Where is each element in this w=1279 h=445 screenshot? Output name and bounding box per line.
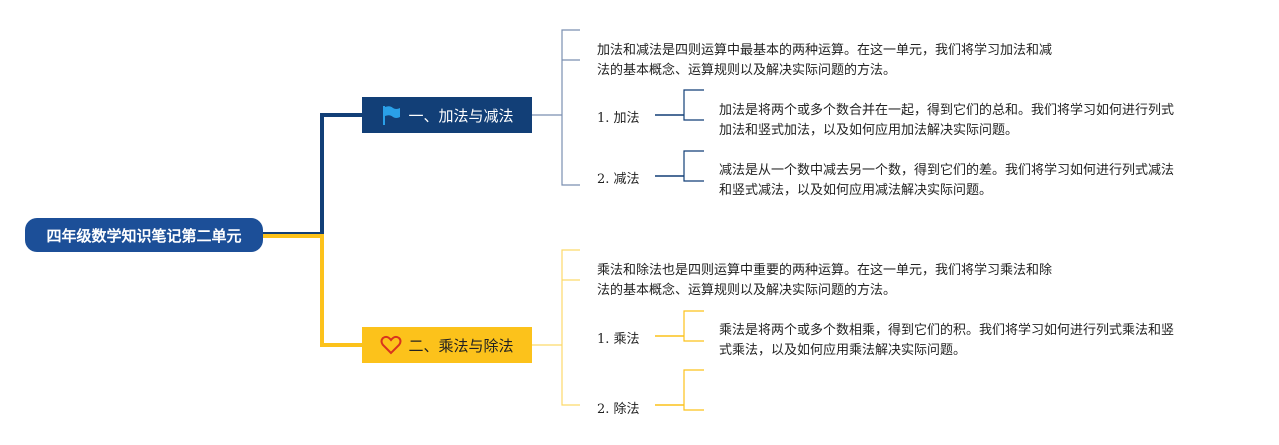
root-node[interactable]: 四年级数学知识笔记第二单元: [25, 218, 263, 252]
flag-icon: [380, 104, 402, 126]
intro-line: 法的基本概念、运算规则以及解决实际问题的方法。: [597, 283, 897, 298]
heart-icon: [380, 334, 402, 356]
detail-line: 和竖式减法，以及如何应用减法解决实际问题。: [719, 183, 993, 198]
intro-line: 法的基本概念、运算规则以及解决实际问题的方法。: [597, 63, 897, 78]
root-label: 四年级数学知识笔记第二单元: [46, 226, 242, 245]
branch-intro: 加法和减法是四则运算中最基本的两种运算。在这一单元，我们将学习加法和减 法的基本…: [597, 41, 1052, 81]
detail-line: 式乘法，以及如何应用乘法解决实际问题。: [719, 343, 967, 358]
subtopic-addition[interactable]: 1. 加法: [597, 111, 640, 126]
detail-line: 加法和竖式加法，以及如何应用加法解决实际问题。: [719, 123, 1019, 138]
subtopic-detail: 乘法是将两个或多个数相乘，得到它们的积。我们将学习如何进行列式乘法和竖 式乘法，…: [719, 321, 1174, 361]
detail-line: 乘法是将两个或多个数相乘，得到它们的积。我们将学习如何进行列式乘法和竖: [719, 323, 1175, 338]
intro-line: 乘法和除法也是四则运算中重要的两种运算。在这一单元，我们将学习乘法和除: [597, 263, 1053, 278]
branch-multiplication-division[interactable]: 二、乘法与除法: [362, 327, 532, 363]
subtopic-detail: 减法是从一个数中减去另一个数，得到它们的差。我们将学习如何进行列式减法 和竖式减…: [719, 161, 1174, 201]
branch-intro: 乘法和除法也是四则运算中重要的两种运算。在这一单元，我们将学习乘法和除 法的基本…: [597, 261, 1052, 301]
subtopic-division[interactable]: 2. 除法: [597, 402, 640, 417]
intro-line: 加法和减法是四则运算中最基本的两种运算。在这一单元，我们将学习加法和减: [597, 43, 1053, 58]
subtopic-subtraction[interactable]: 2. 减法: [597, 172, 640, 187]
subtopic-detail: 加法是将两个或多个数合并在一起，得到它们的总和。我们将学习如何进行列式 加法和竖…: [719, 101, 1174, 141]
subtopic-multiplication[interactable]: 1. 乘法: [597, 332, 640, 347]
detail-line: 减法是从一个数中减去另一个数，得到它们的差。我们将学习如何进行列式减法: [719, 163, 1175, 178]
branch-label: 一、加法与减法: [408, 106, 514, 125]
detail-line: 加法是将两个或多个数合并在一起，得到它们的总和。我们将学习如何进行列式: [719, 103, 1175, 118]
branch-label: 二、乘法与除法: [408, 336, 514, 355]
branch-addition-subtraction[interactable]: 一、加法与减法: [362, 97, 532, 133]
